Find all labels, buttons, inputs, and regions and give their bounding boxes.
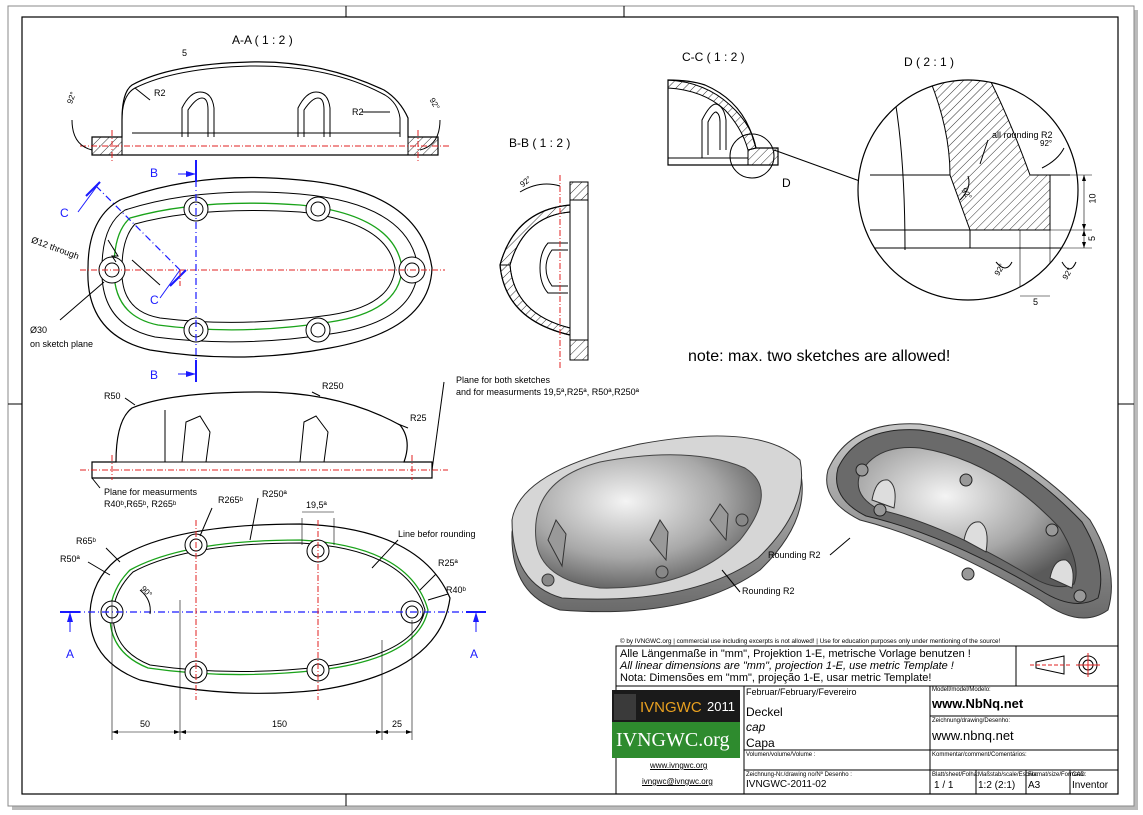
top-view	[59, 160, 445, 382]
angle-92-d1: 92°	[1040, 139, 1053, 148]
dimension-note-de: Alle Längenmaße in "mm", Projektion 1-E,…	[620, 648, 971, 660]
d195a: 19,5ª	[306, 500, 327, 510]
label-b-bottom: B	[150, 368, 159, 382]
logo-year: 2011	[707, 699, 735, 714]
r65b: R65ᵇ	[76, 536, 96, 546]
r40b: R40ᵇ	[446, 585, 466, 595]
rounding-r2-bottom: Rounding R2	[742, 586, 795, 596]
section-aa-title: A-A ( 1 : 2 )	[232, 33, 293, 47]
part-name-pt: Capa	[746, 736, 775, 750]
scale-value: 1:2 (2:1)	[978, 780, 1016, 791]
model-value: www.NbNq.net	[932, 696, 1024, 711]
drawing-by-label: Zeichnung/drawing/Desenho:	[932, 718, 1011, 724]
section-cc-view	[667, 79, 869, 185]
logo-name: IVNGWC	[640, 699, 702, 716]
date-month: Februar/February/Fevereiro	[746, 687, 857, 697]
r50a: R50ª	[60, 554, 80, 564]
dim-150: 150	[272, 719, 288, 729]
r2-b: R2	[352, 107, 364, 117]
r2-a: R2	[154, 88, 166, 98]
section-bb-title: B-B ( 1 : 2 )	[509, 136, 571, 150]
all-rounding: all rounding R2	[992, 130, 1053, 140]
ivngwc-logo	[612, 690, 740, 758]
r265b: R265ᵇ	[218, 495, 243, 505]
label-c-bottom: C	[150, 293, 159, 307]
r25: R25	[410, 413, 427, 423]
website-link[interactable]: www.ivngwc.org	[650, 761, 708, 770]
model-label: Modell/model/Modelo:	[932, 687, 991, 693]
section-cc-title: C-C ( 1 : 2 )	[682, 50, 745, 64]
cad-label: CAD:	[1072, 772, 1087, 778]
part-name-de: Deckel	[746, 705, 783, 719]
sheet-label: Blatt/sheet/Folha:	[932, 772, 979, 778]
rounding-r2-left: Rounding R2	[768, 550, 821, 560]
label-b-top: B	[150, 166, 159, 180]
plane-both-2: and for measurments 19,5ª,R25ª, R50ª,R25…	[456, 387, 639, 397]
part-name-en: cap	[746, 720, 766, 734]
email-link[interactable]: ivngwc@ivngwc.org	[642, 777, 713, 786]
format-value: A3	[1028, 780, 1041, 791]
comment-label: Kommentar/comment/Comentários:	[932, 752, 1027, 758]
section-bb-view	[499, 175, 589, 368]
dim-5-vertical: 5	[1087, 235, 1098, 242]
r250: R250	[322, 381, 344, 391]
volume-label: Volumen/volume/Volume :	[746, 752, 816, 758]
drawing-by-value: www.nbnq.net	[932, 728, 1014, 743]
render-bottom	[721, 423, 1112, 619]
sketch-view	[60, 497, 486, 740]
r50: R50	[104, 391, 121, 401]
line-before-rounding: Line befor rounding	[398, 529, 476, 539]
dimension-note-en: All linear dimensions are "mm", projecti…	[620, 660, 954, 672]
sketch-plane: on sketch plane	[30, 339, 94, 349]
drawing-frame	[21, 16, 1119, 795]
plane-both-1: Plane for both sketches	[456, 375, 551, 385]
format-label: Format/size/Formato:	[1028, 772, 1086, 778]
dim-5-horizontal: 5	[1033, 297, 1039, 307]
detail-d-marker: D	[782, 176, 791, 190]
note-text: note: max. two sketches are allowed!	[688, 348, 951, 365]
drawing-no: IVNGWC-2011-02	[746, 779, 827, 790]
logo-org: IVNGWC.org	[616, 729, 730, 751]
cad-value: Inventor	[1072, 780, 1109, 791]
dim-50: 50	[140, 719, 151, 729]
side-view	[80, 381, 448, 489]
label-c-top: C	[60, 206, 69, 220]
plane-meas-1: Plane for measurments	[104, 487, 198, 497]
section-aa-view	[71, 61, 450, 162]
copyright-line: © by IVNGWC.org | commercial use includi…	[620, 638, 1001, 645]
r25a: R25ª	[438, 558, 458, 568]
dim-10: 10	[1087, 193, 1098, 204]
dim-5: 5	[182, 48, 188, 58]
sketch-d30: Ø30	[30, 325, 48, 335]
sheet-value: 1 / 1	[934, 780, 954, 791]
label-a-right: A	[470, 647, 479, 661]
dimension-note-pt: Nota: Dimensões em "mm", projeção 1-E, u…	[620, 672, 932, 684]
detail-d-view	[857, 79, 1092, 301]
plane-meas-2: R40ᵇ,R65ᵇ, R265ᵇ	[104, 499, 177, 509]
scale-label: Maßstab/scale/Escala:	[978, 772, 1039, 778]
detail-d-title: D ( 2 : 1 )	[904, 55, 955, 69]
dim-25: 25	[392, 719, 403, 729]
r250a: R250ª	[262, 489, 287, 499]
render-top	[511, 435, 803, 613]
drawing-no-label: Zeichnung-Nr./drawing no/Nº Desenho :	[746, 772, 852, 778]
label-a-left: A	[66, 647, 75, 661]
